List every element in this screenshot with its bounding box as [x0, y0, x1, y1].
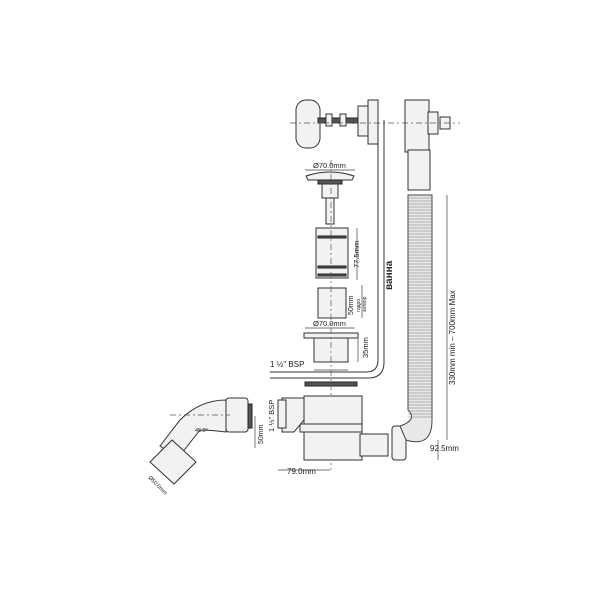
- elbow-45: 45.0° Ø50.0mm: [147, 397, 253, 497]
- label-body-length: 77.5mm: [352, 241, 361, 268]
- label-plug-diameter: Ø70.0mm: [313, 161, 346, 170]
- bath-wall: [270, 120, 379, 373]
- label-elbow-angle: 45.0°: [195, 428, 208, 434]
- trap: 1 ½" BSP 50mm 79.0mm: [254, 395, 407, 476]
- overflow-cap: [290, 99, 460, 153]
- label-water-seal-note-2: затвор: [362, 296, 368, 312]
- plug: Ø70.0mm: [305, 161, 355, 225]
- label-outlet-diameter: Ø50.0mm: [147, 475, 169, 497]
- label-overflow-height: 92.5mm: [430, 444, 459, 453]
- label-flange-diameter: Ø70.0mm: [313, 319, 346, 328]
- label-water-seal-note-1: гидро: [356, 299, 362, 312]
- waste-body: 77.5mm 50mm гидро затвор Ø70.0mm 35mm 1 …: [270, 160, 370, 470]
- label-outlet-thread: 1 ½" BSP: [267, 400, 276, 432]
- flexible-hose: 330mm min – 700mm Max 92.5mm: [399, 149, 459, 460]
- label-thread-length: 35mm: [361, 337, 370, 358]
- label-trap-offset: 79.0mm: [287, 467, 316, 476]
- label-bath: ванна: [384, 260, 395, 290]
- label-outlet-height: 50mm: [258, 424, 265, 444]
- label-waste-thread: 1 ½" BSP: [270, 360, 304, 369]
- label-water-seal: 50mm: [348, 295, 355, 315]
- label-hose-length: 330mm min – 700mm Max: [448, 290, 457, 385]
